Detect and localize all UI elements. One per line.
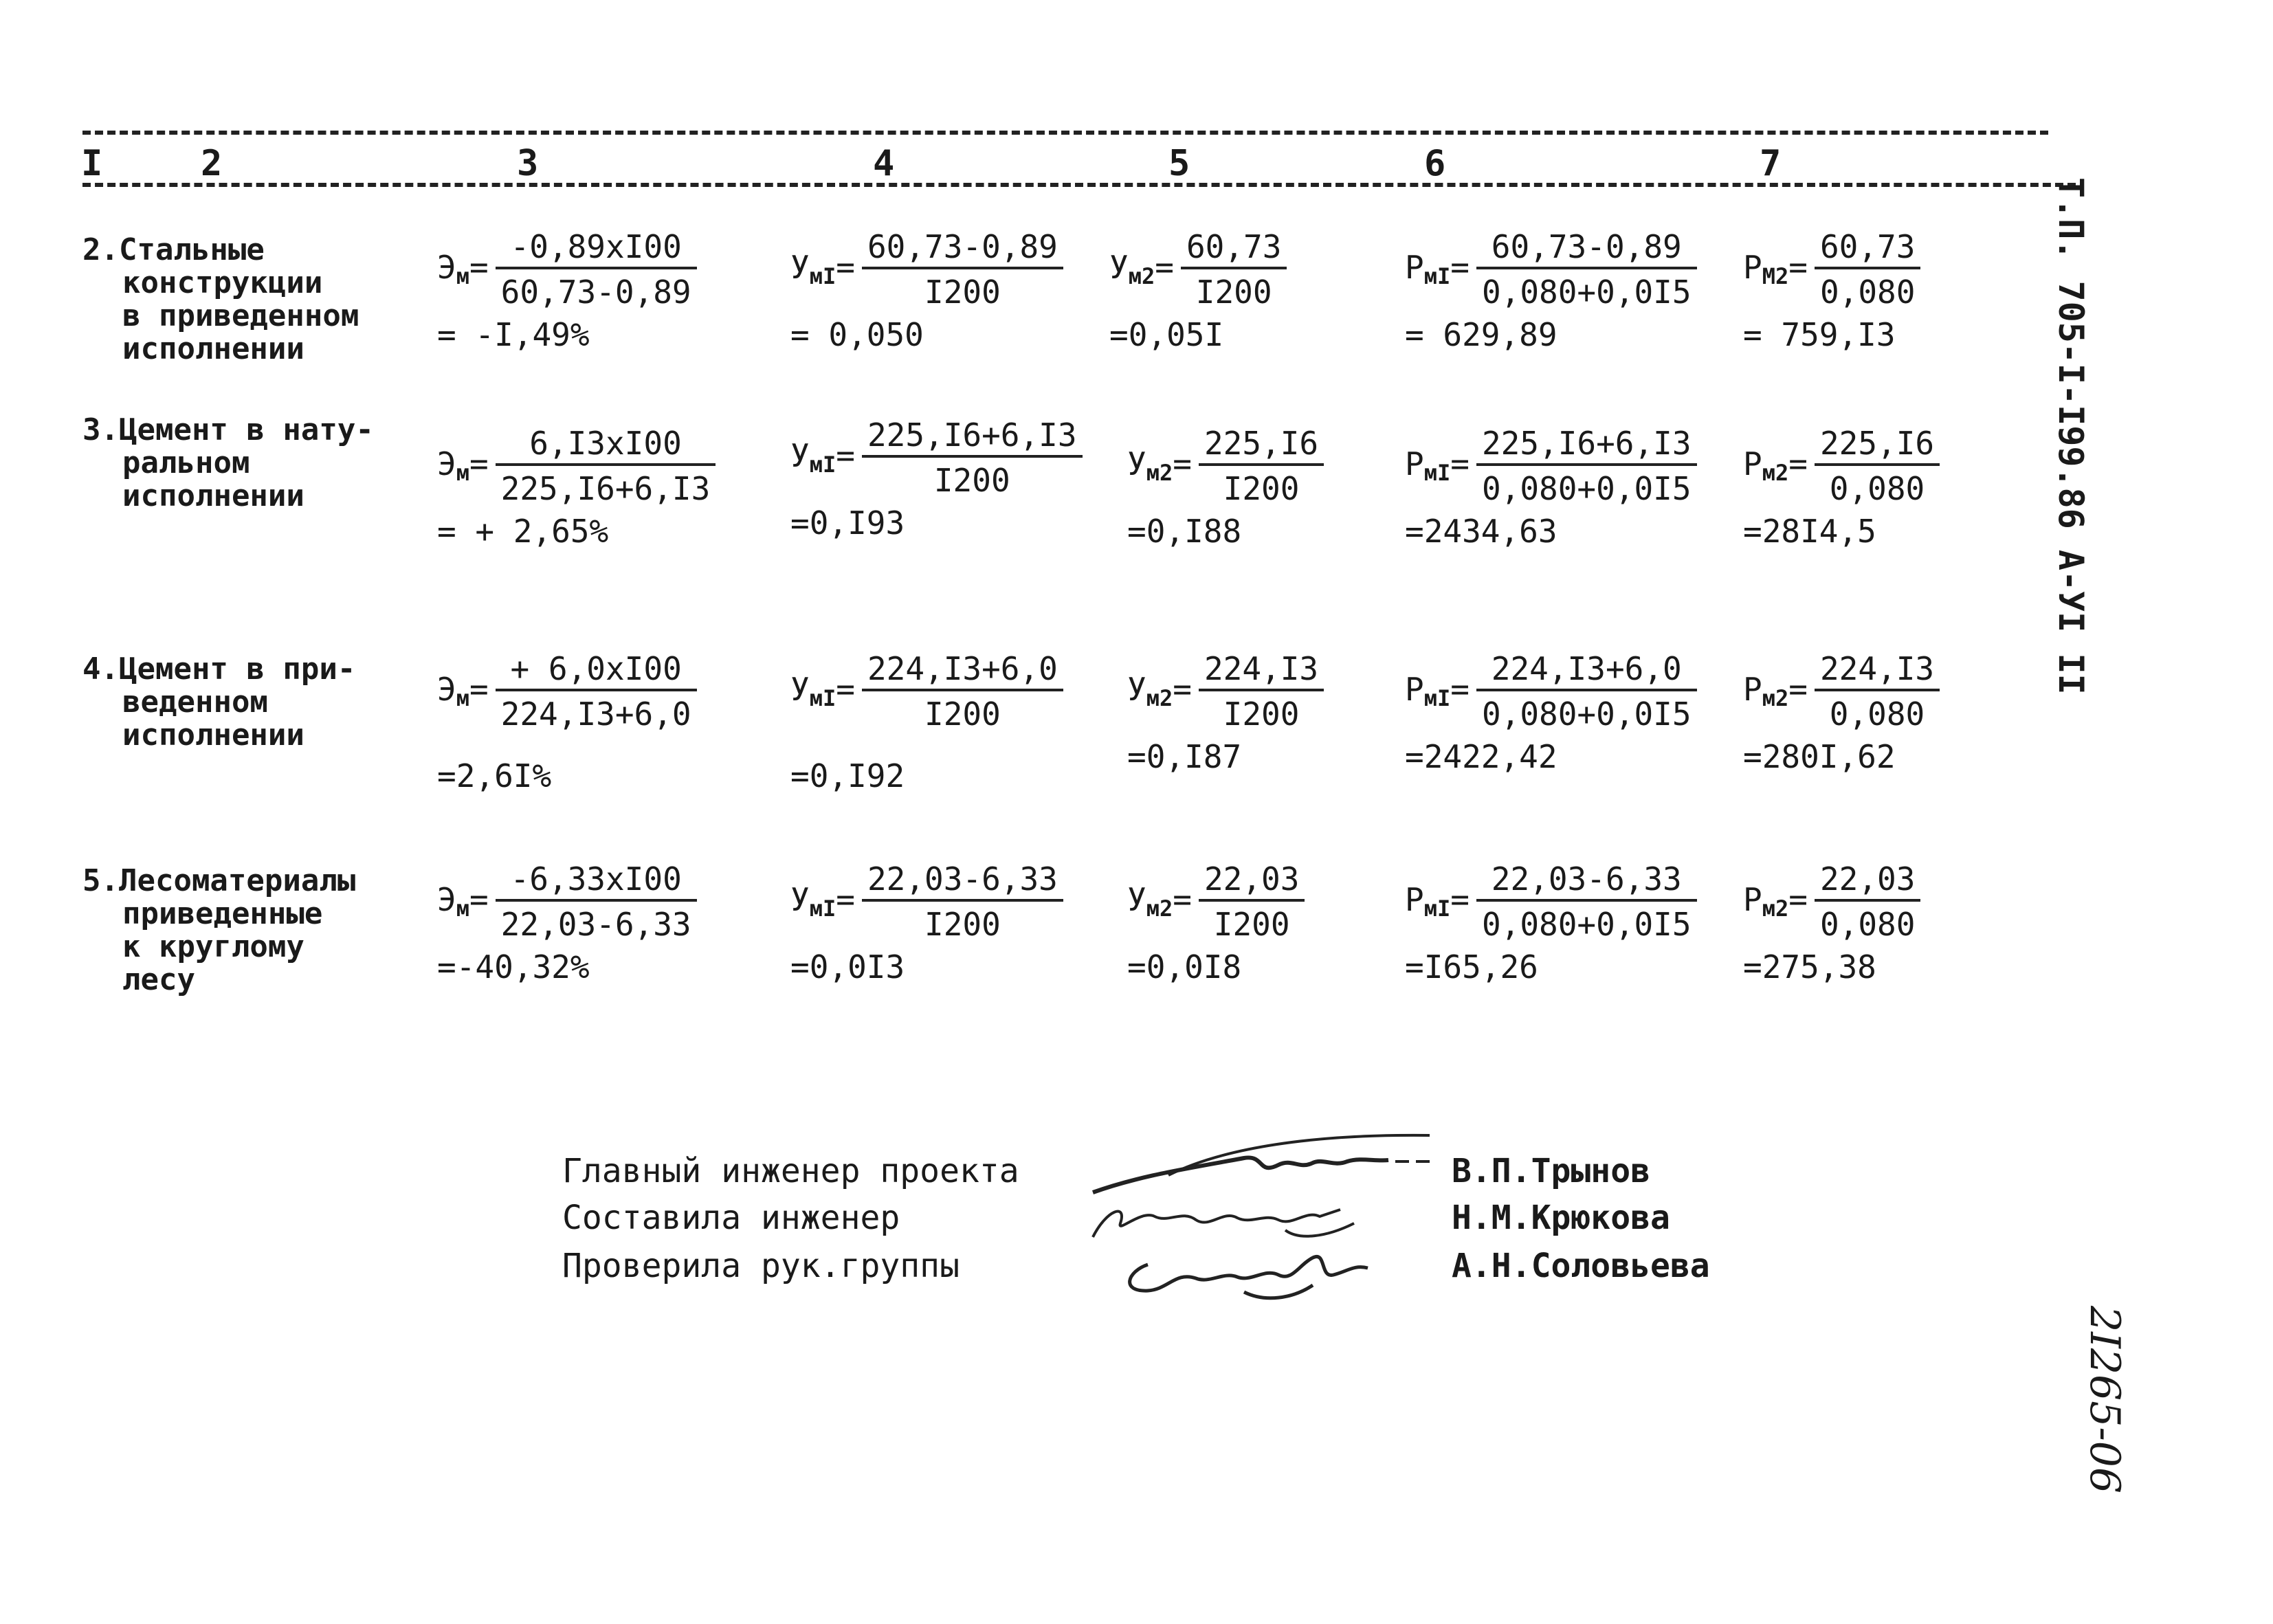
signature-solovyeva-handwriting: [1128, 1254, 1368, 1300]
document-designation: Т.П. 705-I-I99.86 А-УI II: [2051, 177, 2091, 695]
column-number-6: 6: [1424, 143, 1446, 184]
signature-kryukova-handwriting: [1091, 1208, 1355, 1238]
result-value: =I65,26: [1405, 948, 1538, 986]
result-value: =-40,32%: [437, 948, 590, 986]
result-value: =2434,63: [1405, 513, 1557, 550]
column-number-2: 2: [201, 143, 223, 184]
result-value: = -I,49%: [437, 316, 590, 353]
signature-role-engineer: Составила инженер: [562, 1199, 900, 1237]
signature-name-trynov: В.П.Трынов: [1452, 1152, 1650, 1190]
signature-trynov-handwriting: [1091, 1133, 1430, 1194]
row-label-cement-reduced: 4.Цемент в при- веденном исполнении: [82, 652, 356, 753]
archive-number: 2I265-06: [2081, 1306, 2129, 1494]
result-value: =28I4,5: [1743, 513, 1876, 550]
result-value: =2,6I%: [437, 757, 552, 794]
column-number-5: 5: [1168, 143, 1190, 184]
result-value: =0,I93: [790, 504, 905, 542]
result-value: =0,I88: [1127, 513, 1242, 550]
result-value: = + 2,65%: [437, 513, 609, 550]
column-number-3: 3: [517, 143, 539, 184]
header-bottom-rule: [82, 183, 2076, 187]
result-value: =280I,62: [1743, 738, 1896, 775]
result-value: =275,38: [1743, 948, 1876, 986]
signature-role-chief-engineer: Главный инженер проекта: [562, 1152, 1019, 1190]
result-value: =0,0I3: [790, 948, 905, 986]
signature-name-solovyeva: А.Н.Соловьева: [1452, 1247, 1710, 1285]
result-value: =0,0I8: [1127, 948, 1242, 986]
column-number-4: 4: [873, 143, 895, 184]
header-top-rule: [82, 131, 2048, 135]
row-label-steel: 2.Стальные конструкции в приведенном исп…: [82, 232, 359, 366]
column-number-1: I: [81, 143, 103, 184]
signature-name-kryukova: Н.М.Крюкова: [1452, 1199, 1670, 1237]
row-label-timber: 5.Лесоматериалы приведенные к круглому л…: [82, 863, 356, 997]
signature-role-group-lead: Проверила рук.группы: [562, 1247, 960, 1285]
result-value: = 629,89: [1405, 316, 1557, 353]
result-value: =2422,42: [1405, 738, 1557, 775]
result-value: =0,05I: [1109, 316, 1224, 353]
result-value: = 759,I3: [1743, 316, 1896, 353]
column-number-7: 7: [1760, 143, 1782, 184]
result-value: =0,I92: [790, 757, 905, 794]
result-value: = 0,050: [790, 316, 924, 353]
row-label-cement-natural: 3.Цемент в нату- ральном исполнении: [82, 412, 374, 513]
result-value: =0,I87: [1127, 738, 1242, 775]
